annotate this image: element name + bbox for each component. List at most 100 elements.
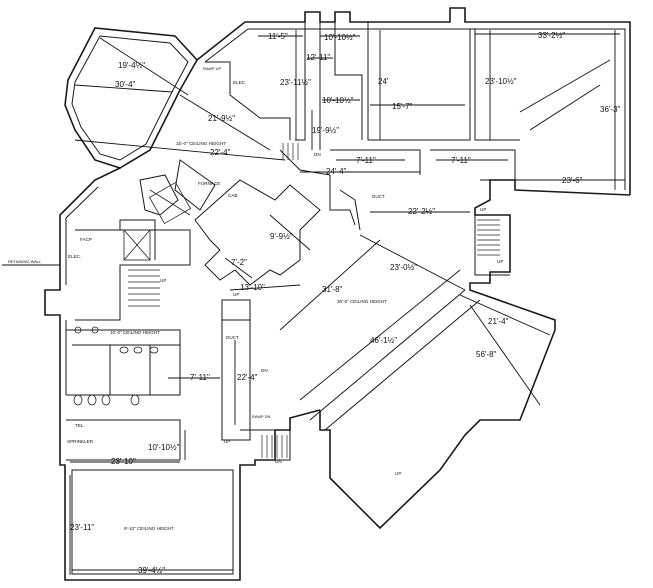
dimension-label: 24'-4"	[326, 167, 347, 176]
northwest-bay-inner-wall	[71, 35, 189, 161]
dim-line	[224, 257, 253, 279]
interior-wall-restroom	[66, 329, 181, 396]
dimension-label: 11'-5"	[268, 32, 288, 41]
interior-wall-elec	[205, 61, 291, 140]
north-wing-inner-wall	[204, 28, 626, 190]
interior-wall-south-door	[240, 429, 291, 461]
northwest-bay-wall	[64, 27, 198, 169]
room-label: UP	[395, 471, 401, 476]
dimension-label: 19'-4½"	[118, 61, 145, 70]
dimension-label: 21'-4"	[488, 317, 509, 326]
interior-wall-north-rooms	[367, 22, 520, 141]
room-label: 36'-6" CEILING HEIGHT	[337, 299, 387, 304]
dimension-label: 9'-9½"	[270, 232, 293, 241]
room-labels: RAMP UP ELEC. 15'-0" CEILING HEIGHT FURN…	[8, 66, 503, 531]
stair-east	[477, 219, 500, 256]
room-label: DN	[275, 459, 282, 464]
interior-wall-west-core	[75, 219, 191, 321]
interior-wall-stair-east	[474, 215, 510, 276]
room-label: TEL.	[75, 423, 85, 428]
west-wall	[44, 167, 121, 400]
dimension-label: 7'-11"	[190, 373, 210, 382]
room-label: DUCT	[226, 335, 239, 340]
dim-line	[74, 139, 286, 161]
east-wall	[319, 179, 631, 530]
dimension-label: 19'-9½"	[312, 126, 339, 135]
room-label: RAMP UP	[203, 66, 221, 71]
dim-line	[74, 84, 173, 93]
dimension-label: 13'-10"	[240, 283, 265, 292]
dim-line	[359, 234, 466, 291]
dim-line	[99, 37, 189, 96]
dim-line	[229, 284, 301, 291]
elevator	[123, 229, 151, 261]
interior-wall-north-split	[295, 22, 363, 150]
interior-wall-furnace	[139, 159, 216, 216]
dimension-label: 7'-2"	[231, 258, 247, 267]
room-label: UP	[233, 292, 239, 297]
stairs	[123, 143, 500, 458]
room-label: DN	[261, 368, 268, 373]
room-label: UP	[480, 207, 486, 212]
room-label: DUCT	[372, 194, 385, 199]
dimension-label: 23'-6"	[562, 176, 583, 185]
stair-south	[261, 435, 288, 458]
stair-north-small	[282, 143, 299, 160]
room-label: UP	[497, 259, 503, 264]
room-label: FACP	[80, 237, 92, 242]
dimension-label: 23'-11½"	[280, 78, 311, 87]
dim-line	[469, 304, 541, 406]
dimension-label: 7'-11"	[356, 156, 376, 165]
room-label: UP	[160, 278, 166, 283]
restroom-fixtures	[73, 326, 159, 406]
interior-wall-duct-shaft	[221, 299, 251, 441]
dimension-label: 22'-4"	[237, 373, 258, 382]
dimension-label: 31'-8"	[322, 285, 343, 294]
dimension-label: 23'-0½"	[390, 263, 417, 272]
dimension-label: 39'-4½"	[138, 566, 165, 575]
dimension-label: 7'-11"	[451, 156, 471, 165]
room-label: DN	[314, 152, 321, 157]
room-label: RETAINING WALL	[8, 259, 42, 264]
room-label: ELEC.	[68, 254, 81, 259]
dimension-label: 24'	[378, 77, 389, 86]
dim-line	[179, 94, 271, 151]
interior-wall-sprinkler	[66, 419, 181, 461]
dimension-label: 22'-2½"	[408, 207, 435, 216]
room-label: UP	[224, 439, 230, 444]
interior-wall-great-hall-divider	[309, 289, 481, 431]
room-label: SPRINKLER	[67, 439, 94, 444]
dimension-label: 12'-11"	[306, 53, 330, 62]
dim-line	[269, 214, 311, 251]
dimension-lines	[2, 30, 625, 575]
interior-wall-corridor	[330, 149, 516, 180]
dimension-label: 30'-4"	[115, 80, 136, 89]
dim-line	[299, 269, 461, 401]
dimension-label: 46'-1½"	[370, 336, 397, 345]
interior-walls	[66, 22, 611, 461]
dimension-labels: 19'-4½" 30'-4" 11'-5" 10'-10½" 33'-2½" 1…	[70, 31, 621, 575]
room-label: 9'-10" CEILING HEIGHT	[124, 526, 174, 531]
dimension-label: 23'-10½"	[485, 77, 517, 86]
dimension-label: 10'-10½"	[324, 33, 356, 42]
room-label: 10'-0" CEILING HEIGHT	[110, 330, 160, 335]
interior-wall-central	[194, 179, 321, 286]
dimension-label: 15'-7"	[392, 102, 413, 111]
west-inner-wall	[65, 186, 99, 395]
dimension-label: 56'-8"	[476, 350, 497, 359]
dimension-label: 36'-3"	[600, 105, 621, 114]
dimension-label: 10'-10½"	[148, 443, 180, 452]
room-label: CAB.	[228, 193, 239, 198]
furnace-box	[148, 181, 192, 225]
southwest-block-inner-wall	[71, 469, 234, 575]
room-label: 15'-0" CEILING HEIGHT	[176, 141, 226, 146]
north-wing-wall	[196, 7, 631, 195]
dimension-label: 33'-2½"	[538, 31, 565, 40]
stair-west	[128, 269, 160, 307]
dim-line	[459, 294, 551, 336]
dim-line	[279, 239, 381, 331]
dimension-label: 21'-9½"	[208, 114, 235, 123]
room-label: FURNACE	[198, 181, 220, 186]
